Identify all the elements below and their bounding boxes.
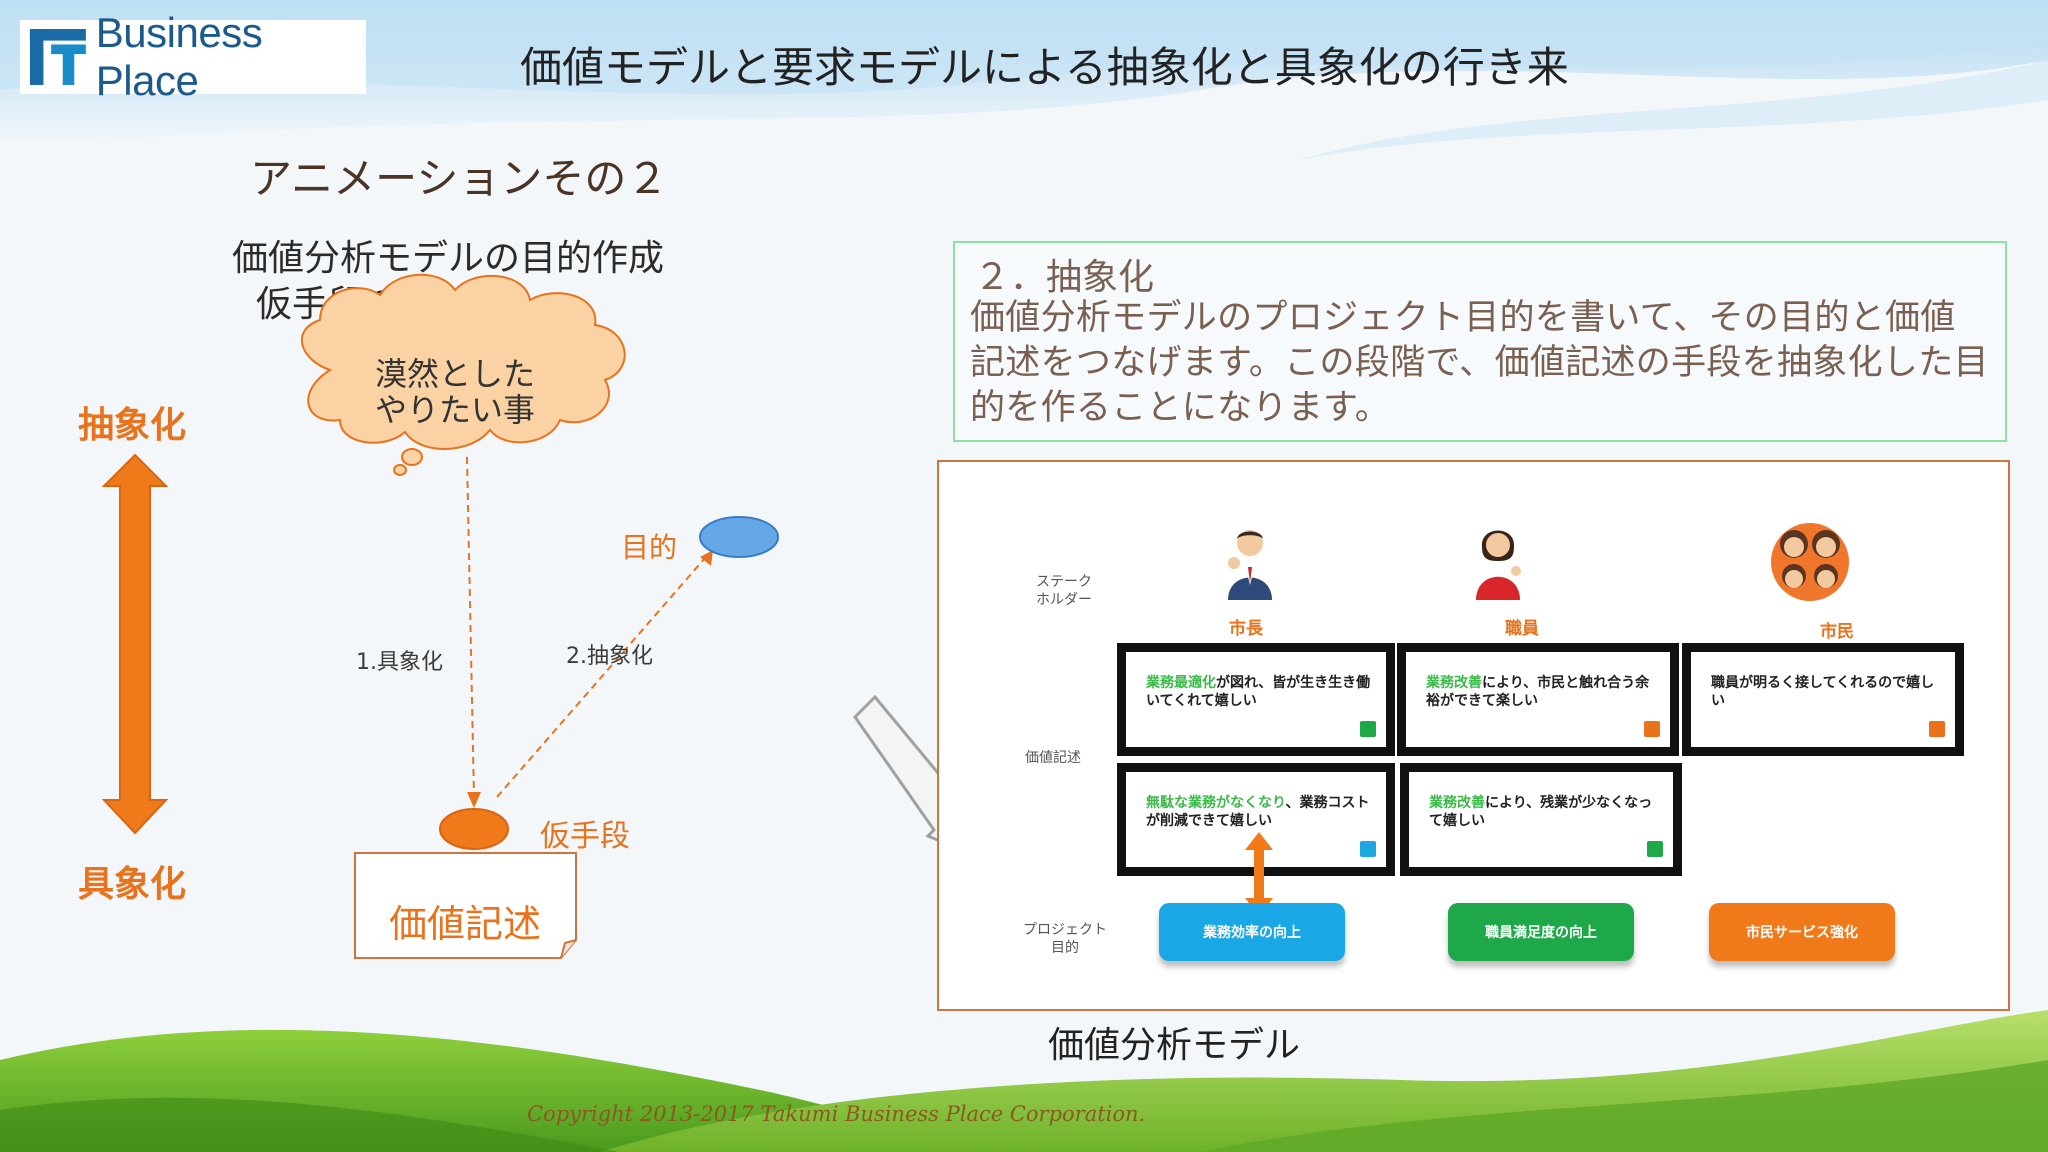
mayor-avatar-icon (1228, 530, 1272, 600)
model-caption: 価値分析モデル (1048, 1025, 1301, 1066)
value-card-highlight: 無駄な業務がなくなり (1146, 795, 1286, 811)
cloud-line1: 漠然とした (374, 355, 535, 393)
value-card-text: が図れ、皆が生き生き働いてくれて嬉しい (1146, 675, 1371, 709)
value-card: 業務最適化が図れ、皆が生き生き働いてくれて嬉しい (1117, 643, 1395, 756)
it-logo-icon (29, 29, 86, 85)
blue-gem-icon (1360, 841, 1376, 857)
logo-text: Business Place (95, 9, 263, 104)
citizens-avatar-icon (1771, 523, 1849, 601)
value-card-highlight: 業務改善 (1426, 675, 1482, 691)
provisional-means-label: 仮手段 (540, 819, 630, 854)
orange-gem-icon (1929, 721, 1945, 737)
description-heading: ２．抽象化 (974, 257, 1155, 298)
thought-cloud (300, 273, 626, 476)
stakeholder-name-staff: 職員 (1505, 619, 1539, 639)
cloud-line2: やりたい事 (374, 391, 535, 429)
value-card-text: 、業務コストが削減できて嬉しい (1146, 795, 1370, 829)
concretize-arrow (466, 456, 481, 808)
vertical-double-arrow (101, 453, 169, 835)
stakeholder-name-citizens: 市民 (1820, 622, 1854, 642)
stakeholder-name-mayor: 市長 (1229, 619, 1263, 639)
description-body: 価値分析モデルのプロジェクト目的を書いて、その目的と価値記述をつなげます。この段… (970, 298, 1989, 428)
staff-avatar-icon (1476, 530, 1521, 600)
value-statement-box (354, 852, 577, 959)
row-label-value: 価値記述 (1025, 750, 1081, 766)
concretization-axis-label: 具象化 (78, 864, 187, 905)
value-card-highlight: 業務改善 (1429, 795, 1485, 811)
value-statement-text: 価値記述 (389, 902, 542, 946)
abstraction-axis-label: 抽象化 (78, 405, 187, 446)
provisional-means-ellipse (439, 808, 509, 850)
step1-label: 1.具象化 (356, 650, 443, 675)
purpose-ellipse (699, 516, 779, 558)
value-card: 業務改善により、残業が少なくなって嬉しい (1400, 763, 1682, 876)
value-card: 業務改善により、市民と触れ合う余裕ができて楽しい (1397, 643, 1679, 756)
row-label-stakeholder: ステーク ホルダー (1026, 573, 1102, 609)
row-label-stakeholder-1: ステーク (1036, 574, 1092, 590)
abstract-arrow (496, 550, 713, 798)
row-label-project-2: 目的 (1051, 940, 1079, 956)
value-card-text: により、市民と触れ合う余裕ができて楽しい (1426, 675, 1650, 709)
abstraction-diagram (101, 273, 960, 959)
green-gem-icon (1647, 841, 1663, 857)
slide-title: 価値モデルと要求モデルによる抽象化と具象化の行き来 (520, 43, 1569, 92)
step2-label: 2.抽象化 (566, 644, 653, 669)
copyright-footer: Copyright 2013-2017 Takumi Business Plac… (527, 1102, 1146, 1126)
value-card-text: により、残業が少なくなって嬉しい (1429, 795, 1653, 829)
value-card: 職員が明るく接してくれるので嬉しい (1682, 643, 1964, 756)
pointer-arrow-icon (853, 694, 960, 852)
company-logo: Business Place (20, 9, 366, 104)
cloud-text: 漠然とした やりたい事 (340, 356, 570, 428)
row-label-project-1: プロジェクト (1023, 922, 1107, 938)
row-label-project: プロジェクト 目的 (1015, 921, 1115, 957)
green-gem-icon (1360, 721, 1376, 737)
orange-gem-icon (1644, 721, 1660, 737)
card-to-project-link-arrow (1245, 832, 1273, 916)
value-card-text: 職員が明るく接してくれるので嬉しい (1711, 675, 1935, 709)
project-purpose-button[interactable]: 市民サービス強化 (1709, 903, 1895, 961)
project-purpose-button[interactable]: 職員満足度の向上 (1448, 903, 1634, 961)
slide-subtitle: アニメーションその２ (250, 154, 669, 203)
value-card-highlight: 業務最適化 (1146, 675, 1216, 691)
description-box (953, 241, 2007, 442)
purpose-label: 目的 (621, 531, 678, 564)
project-purpose-button[interactable]: 業務効率の向上 (1159, 903, 1345, 961)
row-label-stakeholder-2: ホルダー (1036, 592, 1092, 608)
left-title-line1: 価値分析モデルの目的作成 (232, 238, 665, 279)
